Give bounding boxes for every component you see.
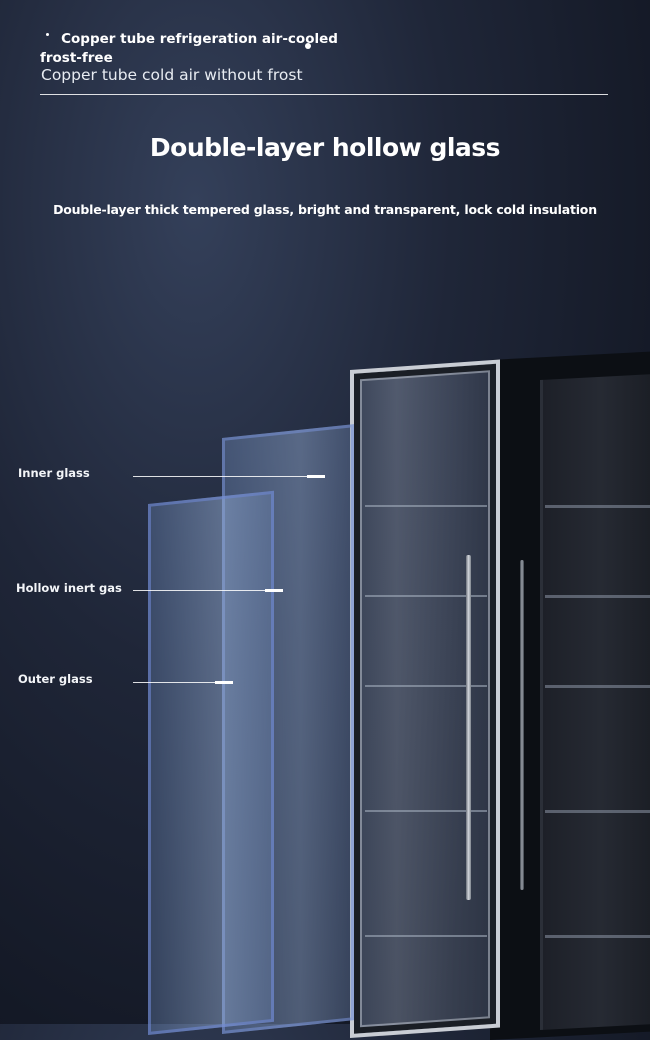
bullet-dot [46,33,49,36]
fridge-shelf [545,810,650,813]
fridge-shelf [545,595,650,598]
label-hollow-gas: Hollow inert gas [16,581,122,595]
bullet-title: Copper tube refrigeration air-cooled fro… [40,31,338,66]
header-divider [40,94,608,95]
label-outer-glass: Outer glass [18,672,93,686]
bullet-subtitle: Copper tube cold air without frost [41,66,303,84]
door-shelf [365,935,487,937]
door-handle-secondary [520,560,524,890]
leader-marker-inner [307,475,325,478]
fridge-shelf [545,505,650,508]
fridge-interior [540,373,650,1030]
leader-line-outer [133,682,216,683]
leader-line-inner [133,476,308,477]
page-title: Double-layer hollow glass [149,133,501,162]
leader-line-hollow [133,590,266,591]
door-shelf [365,685,487,687]
fridge-shelf [545,935,650,938]
leader-marker-outer [215,681,233,684]
decorative-dot [305,43,311,49]
leader-marker-hollow [265,589,283,592]
door-shelf [365,595,487,597]
door-shelf [365,810,487,812]
feature-bullet: Copper tube refrigeration air-cooled fro… [40,28,340,66]
fridge-shelf [545,685,650,688]
page-description: Double-layer thick tempered glass, brigh… [53,202,597,217]
label-inner-glass: Inner glass [18,466,90,480]
door-shelf [365,505,487,507]
outer-glass-pane [148,490,274,1036]
door-handle [466,555,471,900]
